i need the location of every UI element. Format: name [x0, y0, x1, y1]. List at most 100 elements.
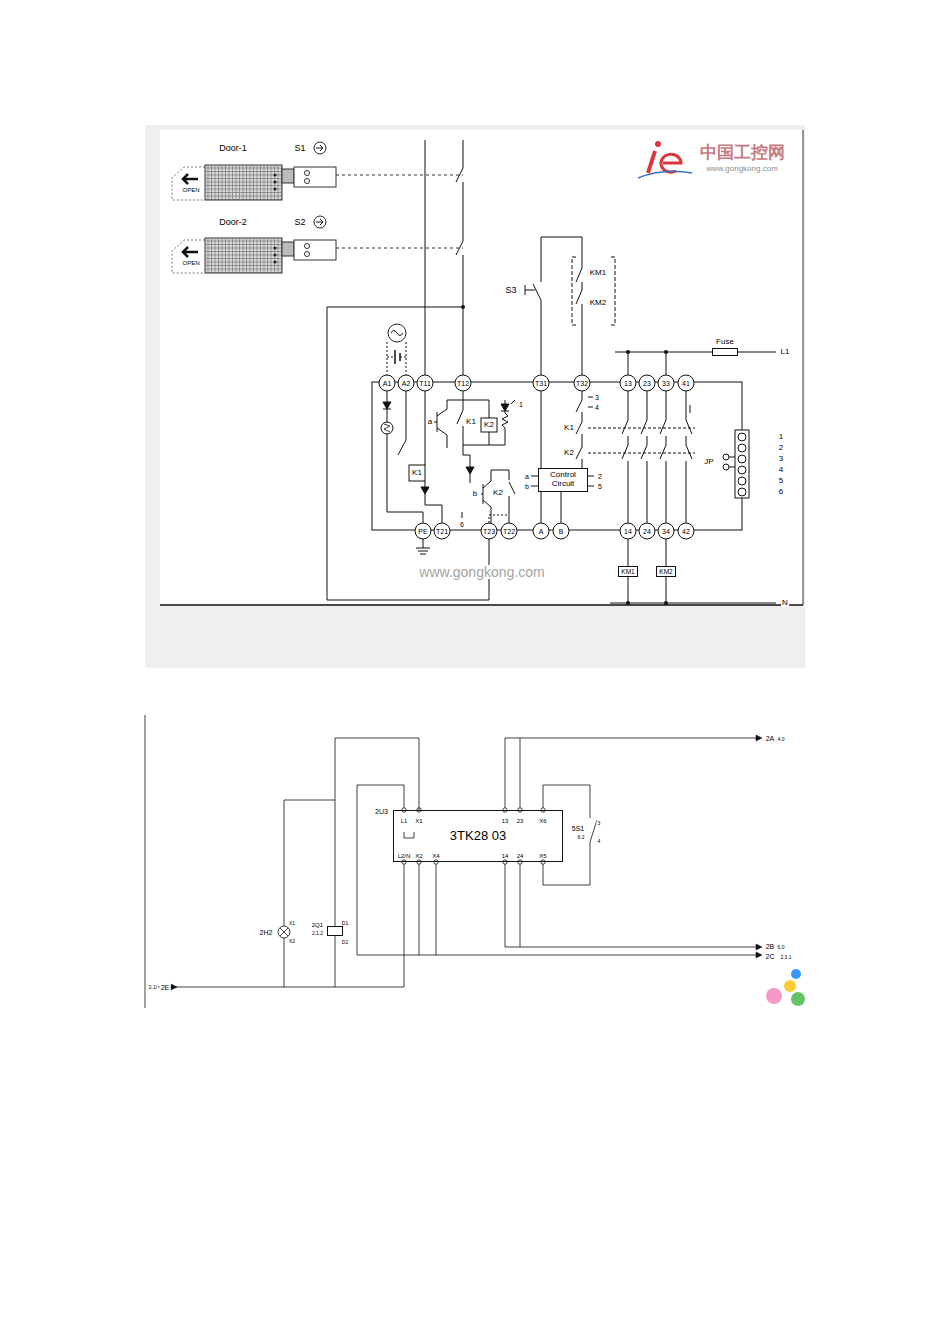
- led-symbol: [501, 404, 509, 411]
- terminal-label: PE: [418, 528, 427, 535]
- pin-label: D2: [341, 940, 349, 945]
- terminal-circle: [553, 523, 569, 539]
- part-label: OPEN: [181, 187, 200, 193]
- terminal-circle: [481, 523, 497, 539]
- switch-contact-mark: [305, 244, 310, 249]
- pin-label: X2: [414, 853, 423, 859]
- wire: [588, 397, 593, 407]
- signal-label: 2E: [160, 984, 171, 991]
- jumper-terminal: [738, 455, 746, 463]
- grid-dot: [274, 181, 277, 184]
- pin-label: X4: [431, 853, 440, 859]
- contactor-coil: KM1: [618, 566, 637, 577]
- terminal-circle: [434, 523, 450, 539]
- ac-source-symbol: [391, 331, 403, 336]
- ground-symbol: [416, 539, 430, 554]
- terminal-label: 24: [643, 528, 651, 535]
- jumper-terminal: [738, 444, 746, 452]
- pin-label: 3: [778, 455, 784, 463]
- jumper-terminal: [738, 466, 746, 474]
- jumper-terminal: [738, 433, 746, 441]
- page-reference: 4.0: [777, 737, 786, 742]
- open-arrow: [183, 247, 198, 257]
- wire: [576, 262, 582, 375]
- terminal-circle: [678, 375, 694, 391]
- logo-mark: [638, 171, 692, 178]
- mascot-decoration: [791, 969, 801, 979]
- signal-label: 2A: [765, 735, 776, 742]
- wire: [610, 603, 776, 604]
- part-label: K1: [411, 469, 423, 477]
- wire-connector: [335, 738, 419, 926]
- terminal-label: T21: [436, 528, 448, 535]
- jumper-terminal: [738, 488, 746, 496]
- terminal-circle: [620, 375, 636, 391]
- logo-mark: [661, 154, 681, 172]
- part-label: S2: [293, 218, 306, 227]
- safety-switch-body: [294, 167, 336, 187]
- wire: [489, 515, 509, 523]
- pin-label: 14: [501, 853, 510, 859]
- terminal-label: 14: [624, 528, 632, 535]
- mascot-decoration: [766, 988, 782, 1004]
- wire: [541, 391, 561, 523]
- safety-switch-body: [294, 240, 336, 260]
- wire: [398, 391, 406, 455]
- relay-coil: [481, 418, 497, 432]
- pin-label: X6: [538, 818, 547, 824]
- mascot-decoration: [784, 980, 796, 992]
- terminal-circle: [541, 860, 545, 864]
- terminal-circle: [533, 375, 549, 391]
- switch-direction-symbol: [314, 142, 326, 154]
- part-label: KM2: [589, 299, 607, 307]
- signal-label: 2C: [765, 953, 776, 960]
- pin-label: X1: [414, 818, 423, 824]
- terminal-circle: [639, 523, 655, 539]
- terminal-circle: [678, 523, 694, 539]
- pin-label: 4: [594, 404, 600, 411]
- jumper-pin: [723, 464, 729, 470]
- terminal-circle: [518, 860, 522, 864]
- terminal-circle: [402, 808, 406, 812]
- pin-label: X1: [288, 921, 296, 926]
- pin-label: 24: [516, 853, 525, 859]
- lamp-symbol: [384, 424, 390, 432]
- led-symbol: [466, 467, 474, 474]
- part-label: 5S1: [571, 825, 585, 832]
- fuse-symbol: Fuse: [712, 348, 738, 356]
- part-label: Door-2: [218, 218, 248, 227]
- pin-label: b: [524, 483, 530, 490]
- switch-link: [336, 248, 463, 249]
- terminal-circle: [620, 523, 636, 539]
- safety-relay-box: 2U33TK28 03: [393, 810, 563, 862]
- pin-label: X5: [538, 853, 547, 859]
- wire: [456, 140, 463, 375]
- wire: [576, 391, 582, 468]
- terminal-label: A: [539, 528, 544, 535]
- lamp-symbol: [280, 928, 288, 936]
- lamp-symbol: [381, 422, 393, 434]
- terminal-label: 33: [662, 380, 670, 387]
- terminal-circle: [379, 375, 395, 391]
- switch-actuator: [282, 242, 294, 256]
- watermark-text: www.gongkong.com: [418, 565, 545, 579]
- junction-dot: [461, 305, 465, 309]
- switch-contact-mark: [305, 179, 310, 184]
- switch-direction-symbol: [316, 145, 323, 151]
- door-open-tag: [172, 167, 205, 200]
- transistor-symbol: [434, 400, 463, 448]
- transistor-symbol: [470, 470, 509, 523]
- terminal-circle: [541, 808, 545, 812]
- pin-label: 2: [778, 444, 784, 452]
- terminal-circle: [434, 860, 438, 864]
- part-label: OPEN: [181, 260, 200, 266]
- switch-contact-mark: [305, 252, 310, 257]
- switch-link: [336, 175, 463, 176]
- relay-contact: [509, 470, 515, 523]
- terminal-label: 41: [682, 380, 690, 387]
- wire: [357, 785, 760, 955]
- wire: [150, 864, 404, 987]
- wire: [462, 512, 463, 518]
- pin-label: a: [427, 418, 433, 426]
